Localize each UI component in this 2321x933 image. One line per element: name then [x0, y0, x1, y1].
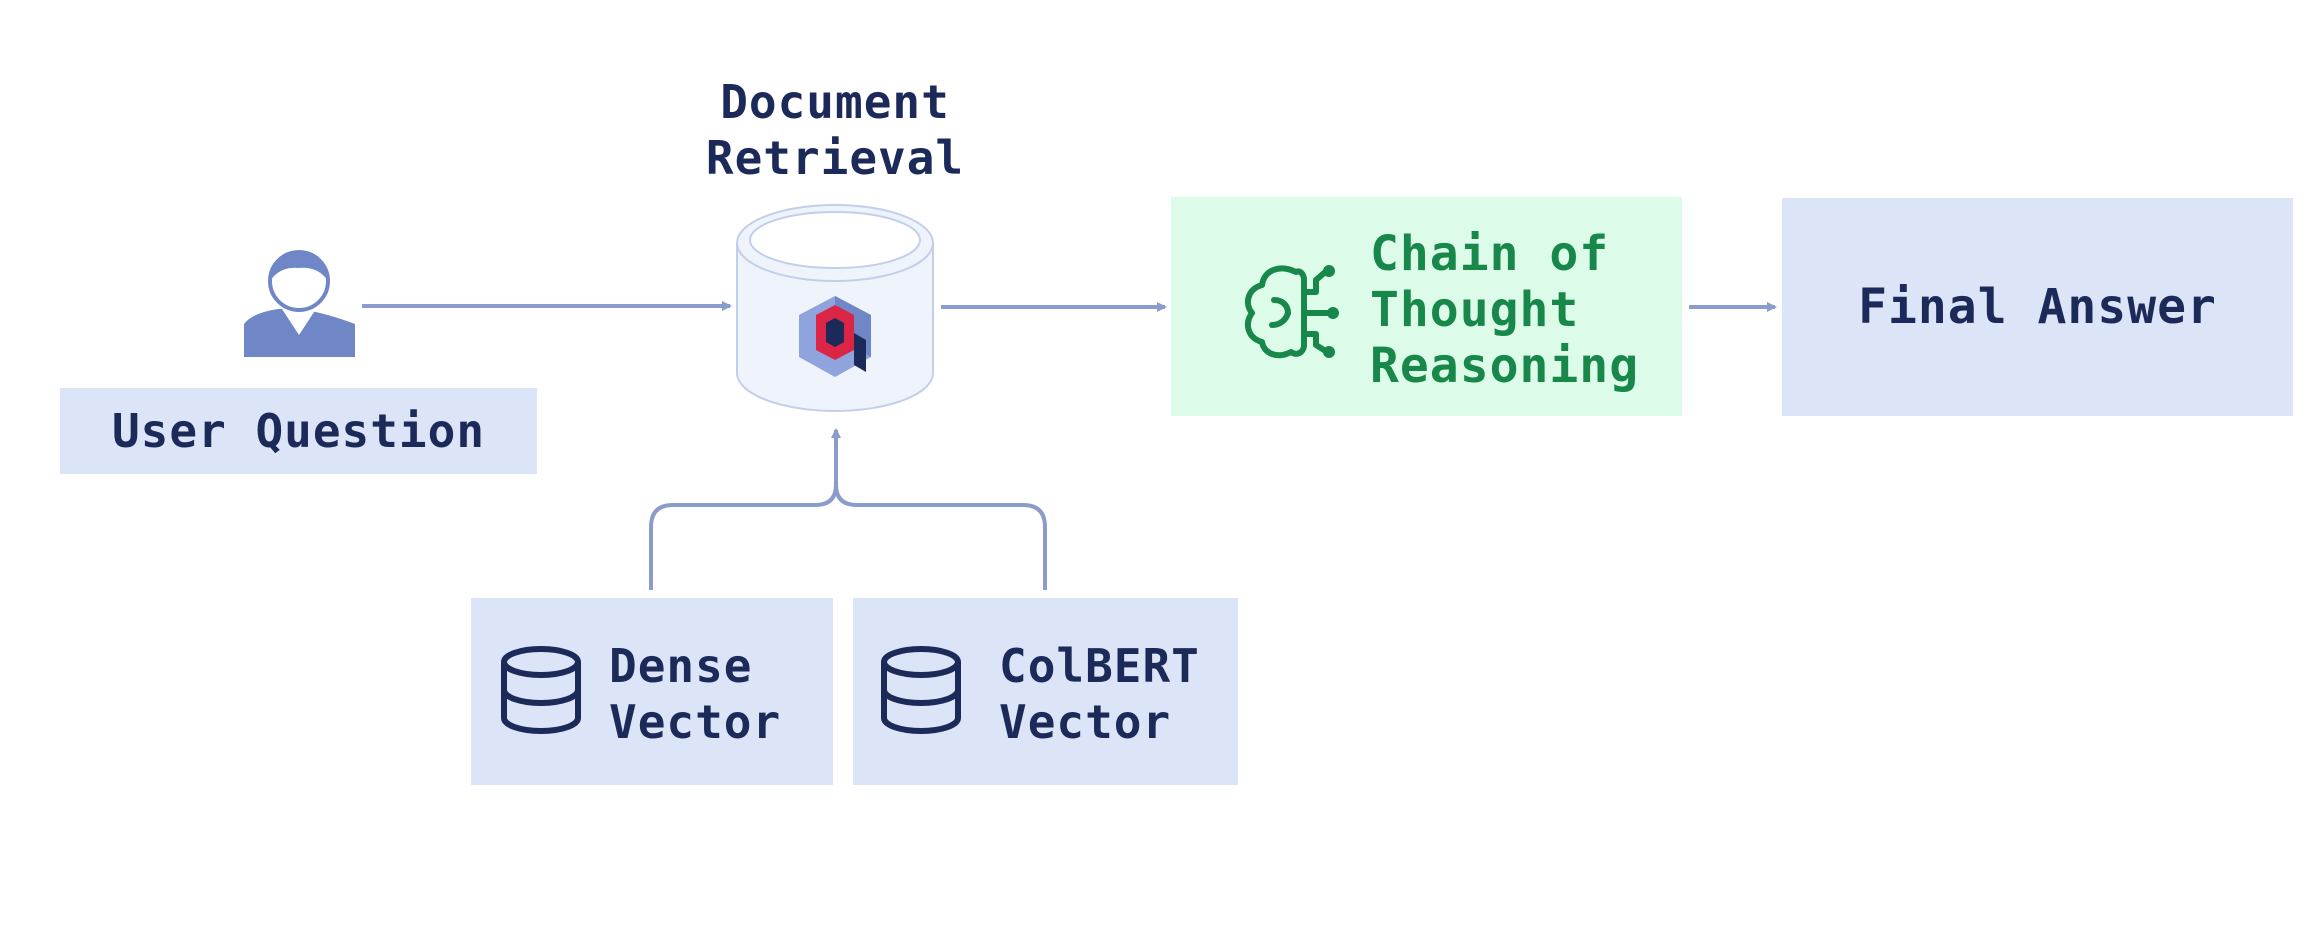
colbert-vector-box — [853, 598, 1238, 785]
chain-of-thought-box — [1171, 197, 1682, 416]
database-stack-icon — [501, 646, 581, 734]
database-stack-icon — [881, 646, 961, 734]
user-question-label: User Question — [111, 404, 486, 458]
connector-colbert-to-retrieval — [834, 484, 1047, 590]
qdrant-logo-icon — [799, 296, 871, 377]
dense-vector-label: Dense Vector — [609, 639, 782, 749]
final-answer-label: Final Answer — [1858, 279, 2217, 335]
document-retrieval-label: Document Retrieval — [705, 75, 965, 185]
user-icon — [244, 250, 355, 357]
colbert-vector-label: ColBERT Vector — [999, 639, 1200, 749]
chain-of-thought-label: Chain of Thought Reasoning — [1370, 226, 1640, 394]
connector-dense-to-retrieval — [649, 428, 841, 590]
dense-vector-box — [471, 598, 833, 785]
brain-circuit-icon — [1244, 265, 1339, 359]
final-answer-box — [1782, 198, 2293, 416]
user-question-box — [60, 388, 537, 474]
